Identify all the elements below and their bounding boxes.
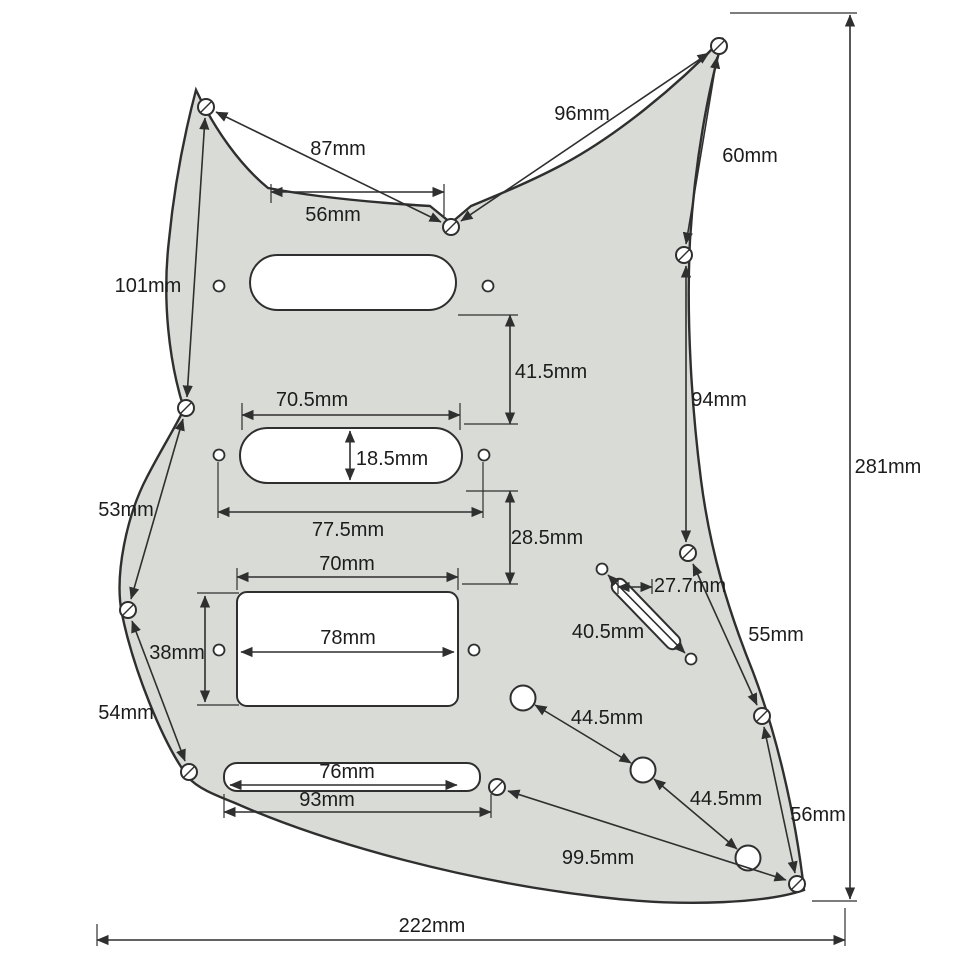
screw-hole — [442, 218, 460, 236]
dim-label-101mm: 101mm — [115, 275, 182, 297]
screw-hole — [710, 37, 728, 55]
perimeter-screw-holes — [119, 37, 806, 893]
screw-hole — [788, 875, 806, 893]
dim-label-93mm: 93mm — [299, 789, 355, 811]
middle-pickup-cutout — [239, 427, 463, 484]
switch-screw-hole — [684, 652, 698, 666]
screw-hole — [675, 246, 693, 264]
dim-label-41-5mm: 41.5mm — [515, 361, 587, 383]
dim-label-55mm: 55mm — [748, 624, 804, 646]
dim-label-222mm: 222mm — [399, 915, 466, 937]
dim-label-18-5mm: 18.5mm — [356, 448, 428, 470]
pickup-screw-hole — [212, 279, 226, 293]
screw-hole — [180, 763, 198, 781]
screw-hole — [197, 98, 215, 116]
dim-label-40-5mm: 40.5mm — [572, 621, 644, 643]
screw-hole — [753, 707, 771, 725]
dim-label-53mm: 53mm — [98, 499, 154, 521]
screw-hole — [119, 601, 137, 619]
pot-hole — [509, 684, 537, 712]
dim-label-76mm: 76mm — [319, 761, 375, 783]
dim-label-99-5mm: 99.5mm — [562, 847, 634, 869]
dimension-lines — [96, 14, 856, 946]
pot-hole — [629, 756, 657, 784]
dim-label-94mm: 94mm — [691, 389, 747, 411]
screw-hole — [488, 778, 506, 796]
dim-label-70-5mm: 70.5mm — [276, 389, 348, 411]
dim-label-38mm: 38mm — [149, 642, 205, 664]
humbucker-cutout — [236, 591, 459, 707]
neck-pickup-cutout — [249, 254, 457, 311]
dimension-labels: 87mm 96mm 56mm 60mm 101mm 41.5mm 70.5mm … — [98, 103, 921, 937]
dim-label-28-5mm: 28.5mm — [511, 527, 583, 549]
pickup-screw-hole — [212, 643, 226, 657]
dim-label-56mm-top: 56mm — [305, 204, 361, 226]
mounting-screw-holes — [212, 279, 698, 666]
screw-hole — [177, 399, 195, 417]
dim-label-70mm: 70mm — [319, 553, 375, 575]
dim-label-44-5mm-lower: 44.5mm — [690, 788, 762, 810]
pot-hole — [734, 844, 762, 872]
dim-label-56mm-right: 56mm — [790, 804, 846, 826]
pickup-screw-hole — [467, 643, 481, 657]
dim-label-87mm: 87mm — [310, 138, 366, 160]
dim-label-44-5mm-upper: 44.5mm — [571, 707, 643, 729]
dim-label-54mm: 54mm — [98, 702, 154, 724]
switch-screw-hole — [595, 562, 609, 576]
pickup-screw-hole — [477, 448, 491, 462]
dim-label-27-7mm: 27.7mm — [654, 575, 726, 597]
pickup-screw-hole — [481, 279, 495, 293]
screw-hole — [679, 544, 697, 562]
pickup-screw-hole — [212, 448, 226, 462]
dim-label-96mm: 96mm — [554, 103, 610, 125]
dim-label-77-5mm: 77.5mm — [312, 519, 384, 541]
dim-label-78mm: 78mm — [320, 627, 376, 649]
dim-label-281mm: 281mm — [855, 456, 922, 478]
dim-label-60mm: 60mm — [722, 145, 778, 167]
